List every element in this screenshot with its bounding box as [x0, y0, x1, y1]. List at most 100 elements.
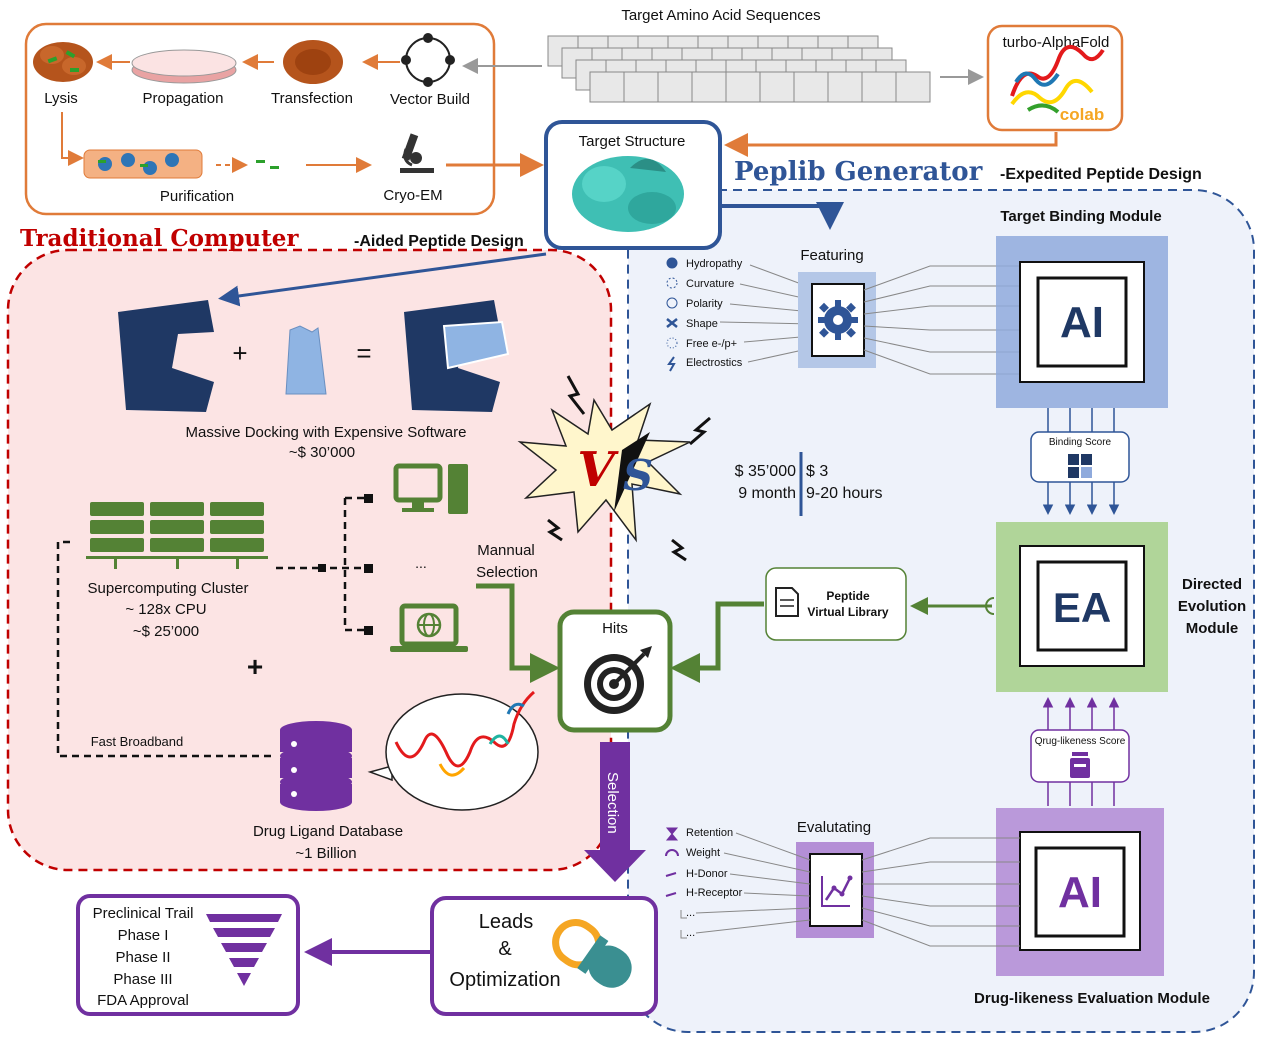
peplib-title: Peplib Generator: [734, 157, 983, 187]
drug-score-label: Qrug-likeness Score: [1035, 736, 1126, 747]
colab-label: colab: [1060, 105, 1104, 124]
cluster-line2: ~ 128x CPU: [125, 601, 206, 618]
drug-module-title: Drug-likeness Evaluation Module: [974, 990, 1210, 1007]
desktop-computer-icon: [393, 463, 468, 514]
feature-label-2: Polarity: [686, 298, 723, 310]
virtual-library-line2: Virtual Library: [807, 605, 888, 619]
database-line1: Drug Ligand Database: [253, 823, 403, 840]
feature-label-3: Shape: [686, 318, 718, 330]
petri-dish-icon: [131, 49, 237, 84]
ai-label-top: AI: [1060, 298, 1104, 347]
selection-label: Selection: [604, 772, 621, 834]
ligand-shape-icon: [285, 325, 327, 395]
protein-surface-icon: [572, 156, 684, 232]
transfection-icon: [283, 40, 343, 84]
directed-label-0: Directed: [1182, 576, 1242, 593]
cluster-line1: Supercomputing Cluster: [88, 580, 249, 597]
peptide-bubble-icon: [367, 690, 539, 811]
sequence-blocks: [547, 35, 931, 103]
directed-label-1: Evolution: [1178, 598, 1246, 615]
feature-label-5: Electrostics: [686, 357, 743, 369]
amino-acid-title: Target Amino Acid Sequences: [621, 7, 820, 24]
binding-score-box: [1030, 431, 1130, 483]
ea-chip: [996, 522, 1168, 692]
target-bullseye-icon: [584, 646, 652, 714]
laptop-globe-icon: [390, 603, 468, 652]
database-line2: ~1 Billion: [295, 845, 356, 862]
database-icon: [280, 721, 352, 811]
broadband-label: Fast Broadband: [91, 734, 184, 749]
feature-label-1: Curvature: [686, 278, 734, 290]
microscope-icon: [400, 133, 434, 173]
binding-score-label: Binding Score: [1049, 437, 1112, 448]
hits-label: Hits: [602, 620, 628, 637]
trial-stage-4: FDA Approval: [97, 992, 189, 1009]
wetlab-label-lysis: Lysis: [44, 90, 78, 107]
featuring-title: Featuring: [800, 247, 863, 264]
trials-box: [76, 894, 300, 1016]
trial-stage-0: Preclinical Trail: [93, 905, 194, 922]
docked-complex-icon: [404, 300, 510, 412]
trial-stage-1: Phase I: [118, 927, 169, 944]
traditional-subtitle: -Aided Peptide Design: [354, 233, 524, 250]
evaluating-chip: [796, 842, 874, 938]
vs-letter-s: S: [623, 451, 653, 500]
plus-sign-2: +: [247, 651, 263, 682]
leads-box: [430, 896, 658, 1016]
wetlab-label-purification: Purification: [160, 188, 234, 205]
cluster-line3: ~$ 25’000: [133, 623, 199, 640]
capsule-pill-icon: [552, 919, 632, 988]
manual-selection-line2: Selection: [476, 564, 538, 581]
funnel-icon: [206, 914, 282, 986]
target-binding-module-title: Target Binding Module: [1000, 208, 1161, 225]
computers-ellipsis: ...: [415, 555, 427, 571]
pill-bottle-icon: [1070, 752, 1090, 778]
receptor-shape-icon: [118, 300, 214, 412]
server-rack-icon: [86, 502, 268, 569]
evaluating-label-0: Retention: [686, 827, 733, 839]
ai-chip-bottom: [996, 808, 1164, 976]
line-chart-icon: [821, 875, 853, 907]
lysis-icon: [33, 42, 93, 82]
wetlab-label-propagation: Propagation: [143, 90, 224, 107]
peplib-cost: $ 3: [806, 463, 828, 480]
trial-stage-2: Phase II: [115, 949, 170, 966]
evaluating-label-5: ...: [686, 927, 695, 939]
leads-line2: &: [498, 938, 512, 960]
leads-line3: Optimization: [449, 969, 560, 991]
wetlab-label-transfection: Transfection: [271, 90, 353, 107]
vs-letter-v: V: [577, 442, 619, 498]
trial-stage-3: Phase III: [113, 971, 172, 988]
target-structure-label: Target Structure: [579, 133, 686, 150]
document-icon: [775, 587, 799, 617]
plus-sign-1: +: [232, 338, 247, 368]
puzzle-icon: [1068, 454, 1092, 478]
directed-label-2: Module: [1186, 620, 1239, 637]
evaluating-label-3: H-Receptor: [686, 887, 743, 899]
traditional-time: 9 month: [738, 485, 796, 502]
traditional-title: Traditional Computer: [20, 225, 299, 252]
peplib-time: 9-20 hours: [806, 485, 883, 502]
network-lines: [56, 496, 366, 758]
wetlab-box: [24, 22, 496, 216]
vector-build-icon: [401, 33, 455, 87]
docking-line1: Massive Docking with Expensive Software: [186, 424, 467, 441]
selection-arrow: [584, 742, 646, 882]
feature-label-4: Free e-/p+: [686, 338, 737, 350]
ai-label-bottom: AI: [1058, 868, 1102, 917]
evaluating-label-1: Weight: [686, 847, 720, 859]
wetlab-label-vector-build: Vector Build: [390, 91, 470, 108]
traditional-cost: $ 35’000: [735, 463, 796, 480]
versus-burst-icon: [517, 375, 711, 562]
ea-label: EA: [1053, 584, 1111, 631]
virtual-library-box: [765, 567, 907, 641]
purification-column-icon: [83, 149, 203, 179]
virtual-library-line1: Peptide: [826, 589, 870, 603]
wetlab-label-cryo-em: Cryo-EM: [383, 187, 442, 204]
evaluating-feature-icons: [665, 827, 687, 939]
evaluating-label-4: ...: [686, 907, 695, 919]
manual-selection-line1: Mannual: [477, 542, 535, 559]
peplib-subtitle: -Expedited Peptide Design: [1000, 166, 1202, 183]
feature-label-0: Hydropathy: [686, 258, 743, 270]
gear-icon: [818, 300, 858, 340]
